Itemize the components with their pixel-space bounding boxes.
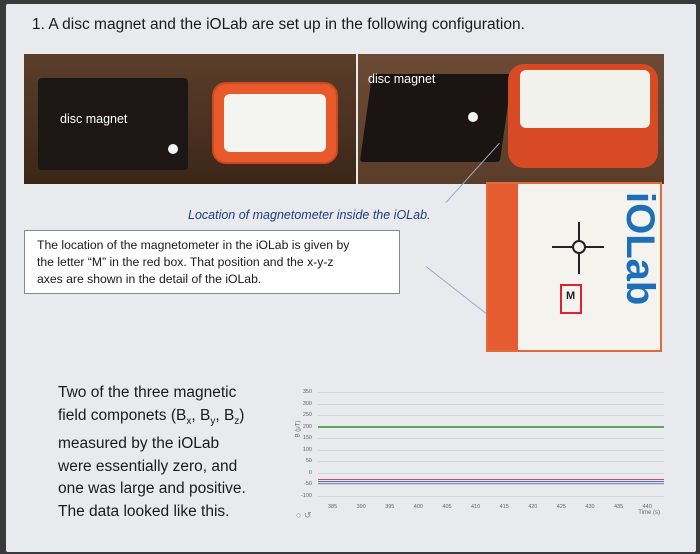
setup-photos: disc magnet disc magnet xyxy=(24,54,664,184)
disc-magnet-dot xyxy=(168,144,178,154)
body-text: Two of the three magnetic field componet… xyxy=(58,382,278,523)
graph-y-tick: 100 xyxy=(302,446,312,453)
graph-y-tick: 200 xyxy=(302,423,312,430)
photo-top-view: disc magnet xyxy=(24,54,356,184)
graph-gridline xyxy=(318,392,664,393)
graph-x-tick: 385 xyxy=(328,504,338,510)
disc-magnet-block-side xyxy=(359,74,513,162)
magnetometer-red-box xyxy=(560,284,582,314)
iolab-device xyxy=(212,82,338,164)
graph-y-tick: -50 xyxy=(304,481,312,487)
series-near-zero-a xyxy=(318,479,664,480)
body-line-5: one was large and positive. xyxy=(58,480,246,498)
graph-y-tick: 300 xyxy=(302,400,312,407)
graph-y-tick: 150 xyxy=(302,435,312,441)
question-text: 1. A disc magnet and the iOLab are set u… xyxy=(32,16,525,33)
graph-settings-icon[interactable]: ○ ↺ xyxy=(296,510,312,520)
graph-gridline xyxy=(318,461,664,462)
disc-magnet-block xyxy=(38,78,188,170)
document-page: 1. A disc magnet and the iOLab are set u… xyxy=(6,4,696,552)
graph-gridline xyxy=(318,495,664,497)
disc-magnet-dot-side xyxy=(468,112,478,122)
series-near-zero-b xyxy=(318,481,664,482)
z-axis-marker xyxy=(572,240,586,254)
graph-gridline xyxy=(318,438,664,439)
magnetometer-letter: M xyxy=(566,290,576,302)
body-line-1: Two of the three magnetic xyxy=(58,384,237,401)
photo-label-disc-magnet-right: disc magnet xyxy=(368,72,436,86)
iolab-face xyxy=(224,94,326,152)
callout-line-2: the letter “M” in the red box. That posi… xyxy=(37,255,334,269)
graph-x-tick: 430 xyxy=(585,504,595,510)
callout-box: The location of the magnetometer in the … xyxy=(24,230,400,294)
graph-x-tick: 410 xyxy=(471,504,481,510)
graph-x-tick: 390 xyxy=(356,504,366,510)
body-line-3: measured by the iOLab xyxy=(58,435,220,453)
graph-x-tick: 440 xyxy=(642,504,652,510)
graph-gridline xyxy=(318,403,664,405)
body-line-4: were essentially zero, and xyxy=(58,457,238,475)
graph-y-tick: 250 xyxy=(302,412,312,418)
magnetometer-caption: Location of magnetometer inside the iOLa… xyxy=(188,208,431,222)
series-large-positive xyxy=(318,426,664,428)
graph-gridline xyxy=(318,415,664,416)
iolab-brand-text: iOLab xyxy=(618,192,662,306)
graph-x-label: Time (s) xyxy=(638,510,660,516)
graph-y-tick: 350 xyxy=(302,389,312,395)
graph-x-tick: 435 xyxy=(614,504,624,510)
iolab-face-side xyxy=(520,70,650,128)
graph-x-tick: 415 xyxy=(499,504,509,510)
graph-gridline xyxy=(318,449,664,451)
graph-x-tick: 420 xyxy=(528,504,538,510)
body-line-2: field componets (Bx, By, Bz) xyxy=(58,406,245,427)
graph-y-tick: -100 xyxy=(300,492,312,499)
body-line-6: The data looked like this. xyxy=(58,502,230,520)
callout-line-1: The location of the magnetometer in the … xyxy=(37,238,350,252)
graph-x-tick: 405 xyxy=(442,504,452,510)
iolab-device-side xyxy=(508,64,658,168)
photo-side-view: disc magnet xyxy=(358,54,664,184)
graph-x-tick: 425 xyxy=(556,504,566,510)
iolab-detail-image: M iOLab xyxy=(486,182,662,352)
graph-gridline xyxy=(318,484,664,485)
series-near-zero-c xyxy=(318,483,664,484)
graph-y-tick: 50 xyxy=(305,458,312,464)
iolab-side-strip xyxy=(488,184,518,350)
graph-x-tick: 400 xyxy=(413,504,423,510)
graph-x-tick: 395 xyxy=(385,504,395,510)
callout-line-3: axes are shown in the detail of the iOLa… xyxy=(37,272,262,286)
photo-label-disc-magnet-left: disc magnet xyxy=(60,112,128,126)
graph-gridline xyxy=(318,472,664,474)
graph-y-tick: 0 xyxy=(308,469,312,476)
graph-y-label: B (μT) xyxy=(295,420,302,438)
magnetic-field-graph: 350 300 250 200 150 100 50 0 -50 -100 B (μT) 385 3… xyxy=(294,382,664,520)
